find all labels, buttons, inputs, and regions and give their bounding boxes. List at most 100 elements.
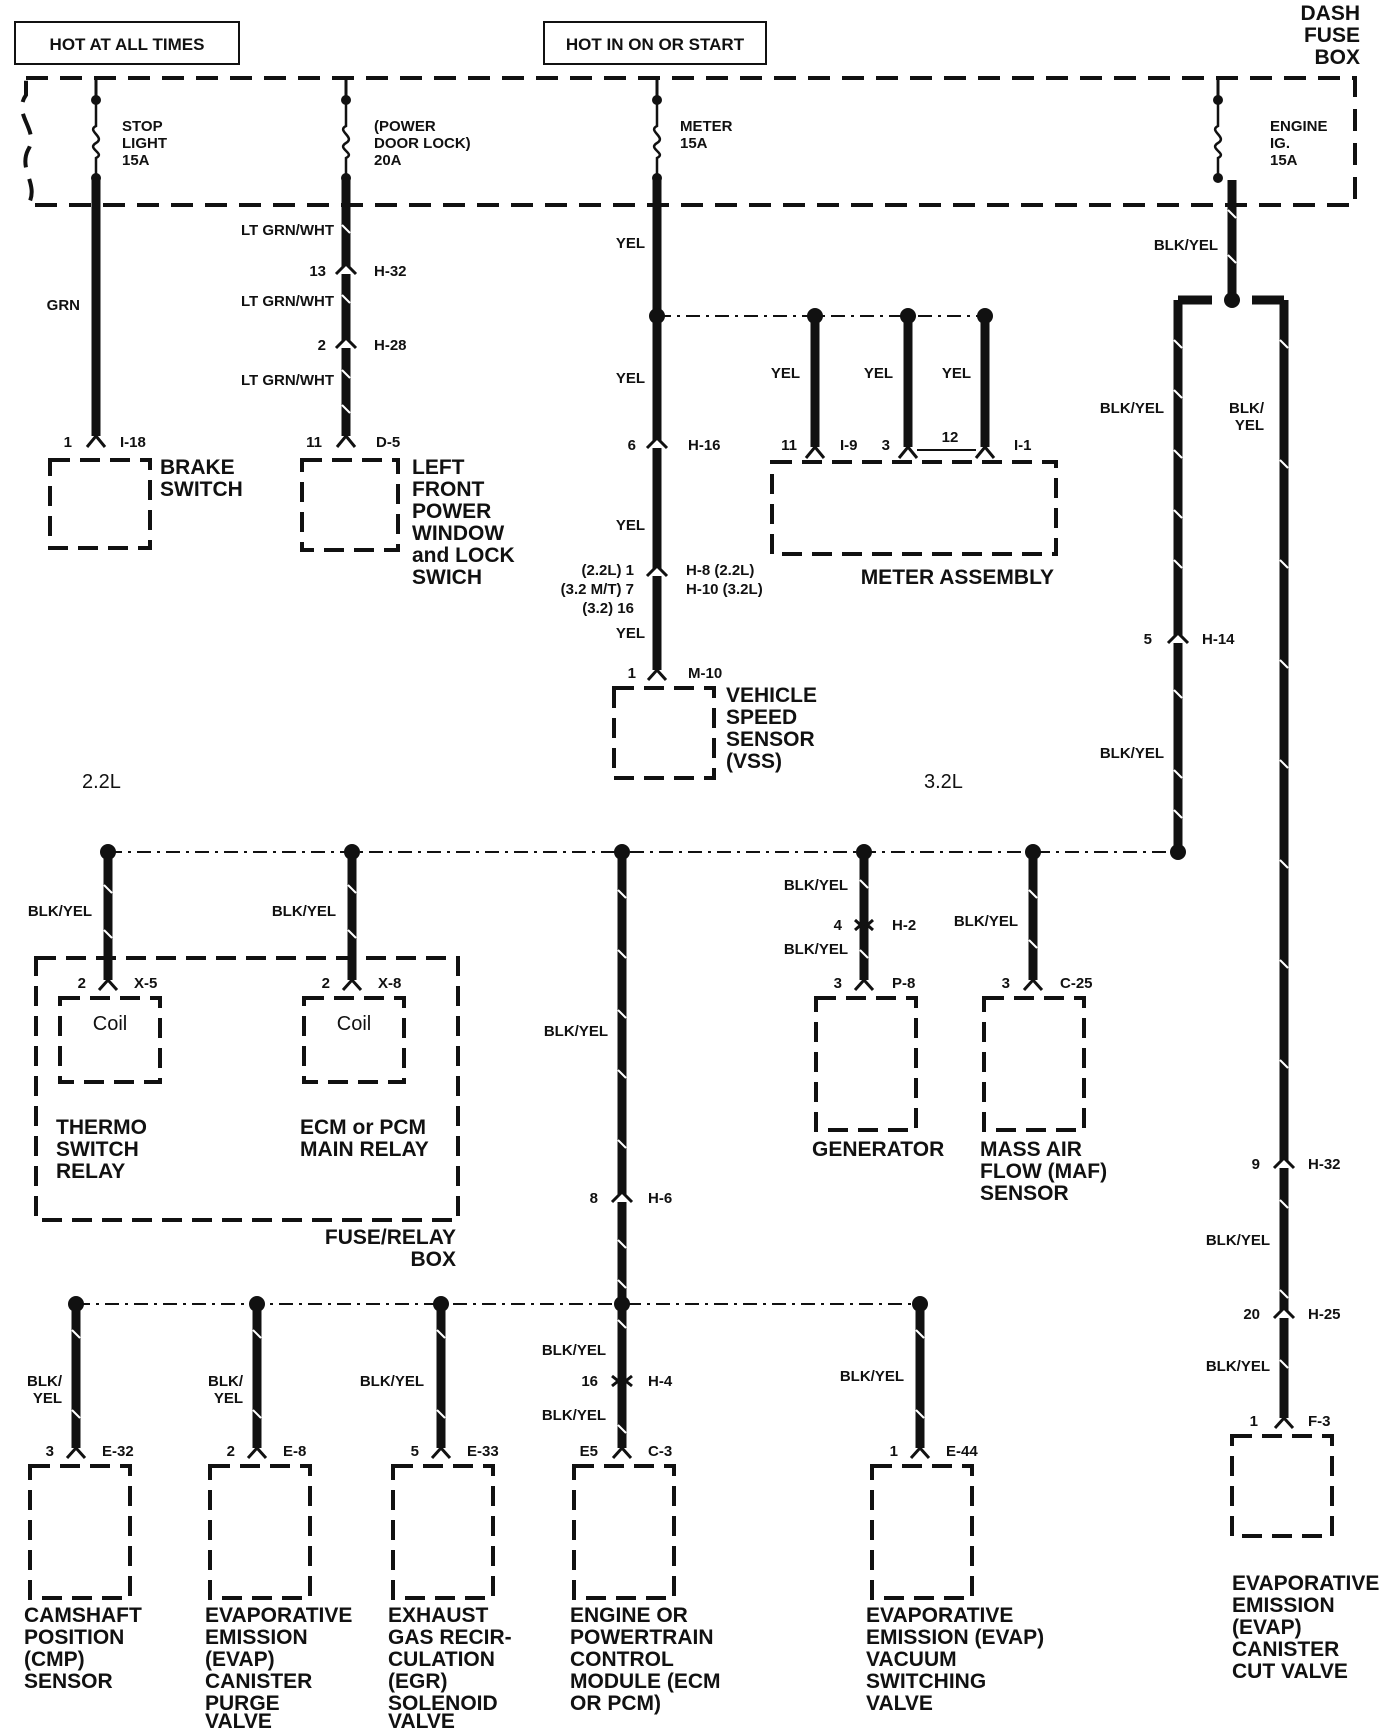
svg-text:BLK/YEL: BLK/YEL (28, 903, 92, 920)
svg-text:EVAPORATIVE: EVAPORATIVE (1232, 1572, 1379, 1595)
svg-text:EXHAUST: EXHAUST (388, 1604, 489, 1627)
svg-text:SENSOR: SENSOR (726, 728, 815, 751)
brake-switch-box (48, 458, 152, 550)
svg-text:BLK/YEL: BLK/YEL (360, 1373, 424, 1390)
svg-text:E-44: E-44 (946, 1443, 978, 1460)
svg-text:I-1: I-1 (1014, 437, 1032, 454)
dash-fuse-box-outline (20, 76, 1357, 207)
fuse-relay-box-label: FUSE/RELAY BOX (325, 1226, 456, 1271)
svg-text:HOT AT ALL TIMES: HOT AT ALL TIMES (50, 35, 205, 54)
svg-text:CAMSHAFT: CAMSHAFT (24, 1604, 142, 1627)
svg-text:YEL: YEL (214, 1390, 243, 1407)
ecm-label: ENGINE OR POWERTRAIN CONTROL MODULE (ECM… (570, 1604, 721, 1715)
wire-blk-yel-thermo: BLK/YEL 2 X-5 (28, 852, 157, 992)
svg-text:SENSOR: SENSOR (24, 1670, 113, 1693)
generator-label: GENERATOR (812, 1138, 944, 1161)
svg-text:H-14: H-14 (1202, 631, 1235, 648)
thermo-relay-label: THERMO SWITCH RELAY (56, 1116, 147, 1183)
svg-text:H-8 (2.2L): H-8 (2.2L) (686, 562, 754, 579)
svg-text:SPEED: SPEED (726, 706, 797, 729)
svg-text:CUT VALVE: CUT VALVE (1232, 1660, 1348, 1683)
svg-text:BLK/YEL: BLK/YEL (1206, 1358, 1270, 1375)
svg-text:LT GRN/WHT: LT GRN/WHT (241, 222, 334, 239)
svg-text:BLK/YEL: BLK/YEL (542, 1342, 606, 1359)
svg-text:M-10: M-10 (688, 665, 722, 682)
svg-text:EMISSION: EMISSION (205, 1626, 308, 1649)
ecm-box (572, 1464, 676, 1600)
svg-text:Coil: Coil (337, 1013, 371, 1035)
cmp-label: CAMSHAFT POSITION (CMP) SENSOR (24, 1604, 142, 1693)
svg-text:SWITCH: SWITCH (160, 478, 243, 501)
svg-text:VALVE: VALVE (866, 1692, 933, 1715)
svg-text:9: 9 (1252, 1156, 1260, 1173)
evap-cut-valve-label: EVAPORATIVE EMISSION (EVAP) CANISTER CUT… (1232, 1572, 1379, 1683)
svg-text:METER: METER (680, 118, 733, 135)
svg-text:MASS AIR: MASS AIR (980, 1138, 1082, 1161)
svg-text:CULATION: CULATION (388, 1648, 495, 1671)
svg-text:VACUUM: VACUUM (866, 1648, 957, 1671)
svg-text:VALVE: VALVE (205, 1710, 272, 1728)
svg-text:GAS RECIR-: GAS RECIR- (388, 1626, 512, 1649)
svg-text:SENSOR: SENSOR (980, 1182, 1069, 1205)
header-hot-at-all-times: HOT AT ALL TIMES (14, 21, 240, 65)
evap-vacuum-box (870, 1464, 974, 1600)
meter-assembly-box (770, 460, 1058, 556)
svg-text:2: 2 (322, 975, 330, 992)
wire-blk-yel-evap-purge: BLK/ YEL 2 E-8 (208, 1304, 306, 1460)
svg-text:YEL: YEL (1235, 417, 1264, 434)
wire-blk-yel-3-2l-feed: BLK/YEL 5 H-14 BLK/YEL (1100, 300, 1235, 852)
svg-text:VALVE: VALVE (388, 1710, 455, 1728)
svg-text:BLK/YEL: BLK/YEL (784, 877, 848, 894)
svg-text:CANISTER: CANISTER (205, 1670, 312, 1693)
svg-text:H-25: H-25 (1308, 1306, 1341, 1323)
svg-text:POWERTRAIN: POWERTRAIN (570, 1626, 714, 1649)
svg-text:YEL: YEL (864, 365, 893, 382)
svg-text:1: 1 (628, 665, 636, 682)
svg-text:YEL: YEL (616, 370, 645, 387)
svg-text:8: 8 (590, 1190, 598, 1207)
svg-text:15A: 15A (680, 135, 708, 152)
svg-text:IG.: IG. (1270, 135, 1290, 152)
svg-text:1: 1 (890, 1443, 898, 1460)
svg-text:BLK/: BLK/ (208, 1373, 244, 1390)
svg-text:11: 11 (306, 434, 322, 451)
svg-text:I-9: I-9 (840, 437, 858, 454)
svg-text:(EVAP): (EVAP) (1232, 1616, 1302, 1639)
wire-blk-yel-cmp: BLK/ YEL 3 E-32 (27, 1304, 134, 1460)
svg-text:(VSS): (VSS) (726, 750, 782, 773)
svg-text:16: 16 (581, 1373, 598, 1390)
svg-text:C-3: C-3 (648, 1443, 672, 1460)
wire-blk-yel-main-relay: BLK/YEL 2 X-8 (272, 852, 401, 992)
svg-text:(2.2L) 1: (2.2L) 1 (581, 562, 634, 579)
svg-text:FUSE: FUSE (1304, 24, 1360, 47)
svg-text:ECM or PCM: ECM or PCM (300, 1116, 426, 1139)
svg-text:YEL: YEL (771, 365, 800, 382)
egr-box (391, 1464, 495, 1600)
svg-text:(CMP): (CMP) (24, 1648, 85, 1671)
header-hot-in-on-or-start: HOT IN ON OR START (543, 21, 767, 65)
thermo-coil-box (58, 996, 162, 1084)
svg-text:X-5: X-5 (134, 975, 157, 992)
svg-text:(EVAP): (EVAP) (205, 1648, 275, 1671)
svg-text:20A: 20A (374, 152, 402, 169)
svg-text:H-16: H-16 (688, 437, 721, 454)
svg-text:15A: 15A (122, 152, 150, 169)
svg-text:EMISSION (EVAP): EMISSION (EVAP) (866, 1626, 1044, 1649)
power-window-switch-box (300, 458, 400, 552)
egr-label: EXHAUST GAS RECIR- CULATION (EGR) SOLENO… (388, 1604, 512, 1728)
svg-text:BLK/YEL: BLK/YEL (542, 1407, 606, 1424)
svg-text:BLK/YEL: BLK/YEL (954, 913, 1018, 930)
fuse-stop-light: STOP LIGHT 15A (91, 95, 167, 183)
svg-text:(3.2 M/T) 7: (3.2 M/T) 7 (561, 581, 634, 598)
svg-text:X-8: X-8 (378, 975, 401, 992)
maf-box (982, 996, 1086, 1132)
fuse-meter: METER 15A (652, 95, 733, 183)
svg-text:E-8: E-8 (283, 1443, 306, 1460)
svg-text:BLK/YEL: BLK/YEL (1100, 745, 1164, 762)
svg-text:FRONT: FRONT (412, 478, 484, 501)
svg-text:BLK/YEL: BLK/YEL (1100, 400, 1164, 417)
svg-text:11: 11 (781, 437, 797, 454)
svg-text:BLK/YEL: BLK/YEL (784, 941, 848, 958)
svg-text:SWITCH: SWITCH (56, 1138, 139, 1161)
